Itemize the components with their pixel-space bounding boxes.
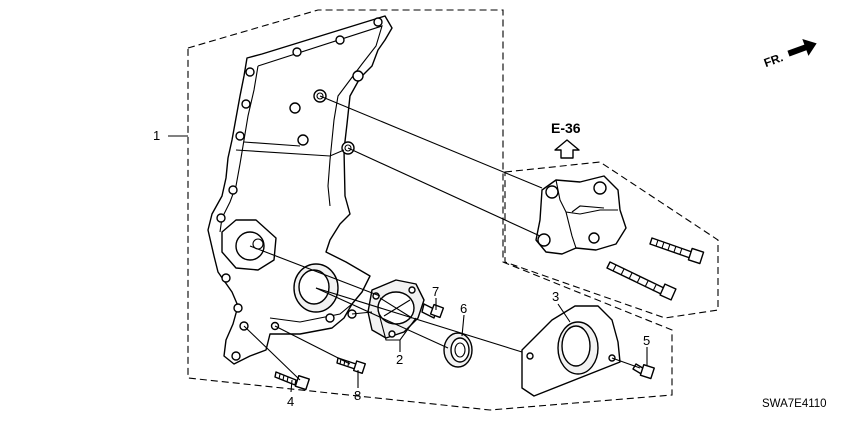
bracket-group-boundary	[504, 161, 719, 319]
svg-text:FR.: FR.	[762, 50, 785, 70]
reference-label: E-36	[551, 120, 581, 136]
cover-assembly-boundary	[187, 9, 673, 411]
oil-seal	[443, 332, 473, 368]
reference-arrow-icon	[554, 139, 580, 159]
bolt-small	[421, 303, 445, 319]
alignment-lines	[243, 95, 641, 381]
bracket-bolt-upper	[649, 237, 705, 265]
direction-arrow-icon	[787, 39, 817, 57]
callout-5: 5	[643, 333, 650, 348]
cover-plate	[521, 305, 621, 397]
callout-4: 4	[287, 394, 294, 409]
diagram-code: SWA7E4110	[762, 398, 827, 410]
callout-7: 7	[432, 284, 439, 299]
oil-pump-cover	[367, 279, 425, 339]
callout-2: 2	[396, 352, 403, 367]
callout-8: 8	[354, 388, 361, 403]
callout-3: 3	[552, 289, 559, 304]
front-direction-indicator: FR.	[762, 39, 817, 70]
mount-bracket	[535, 175, 627, 255]
callout-1: 1	[153, 128, 160, 143]
callout-6: 6	[460, 301, 467, 316]
bolt-long	[336, 357, 367, 375]
chain-case	[207, 15, 393, 365]
bracket-bolt-lower	[606, 261, 677, 301]
callout-leaders	[168, 135, 648, 393]
